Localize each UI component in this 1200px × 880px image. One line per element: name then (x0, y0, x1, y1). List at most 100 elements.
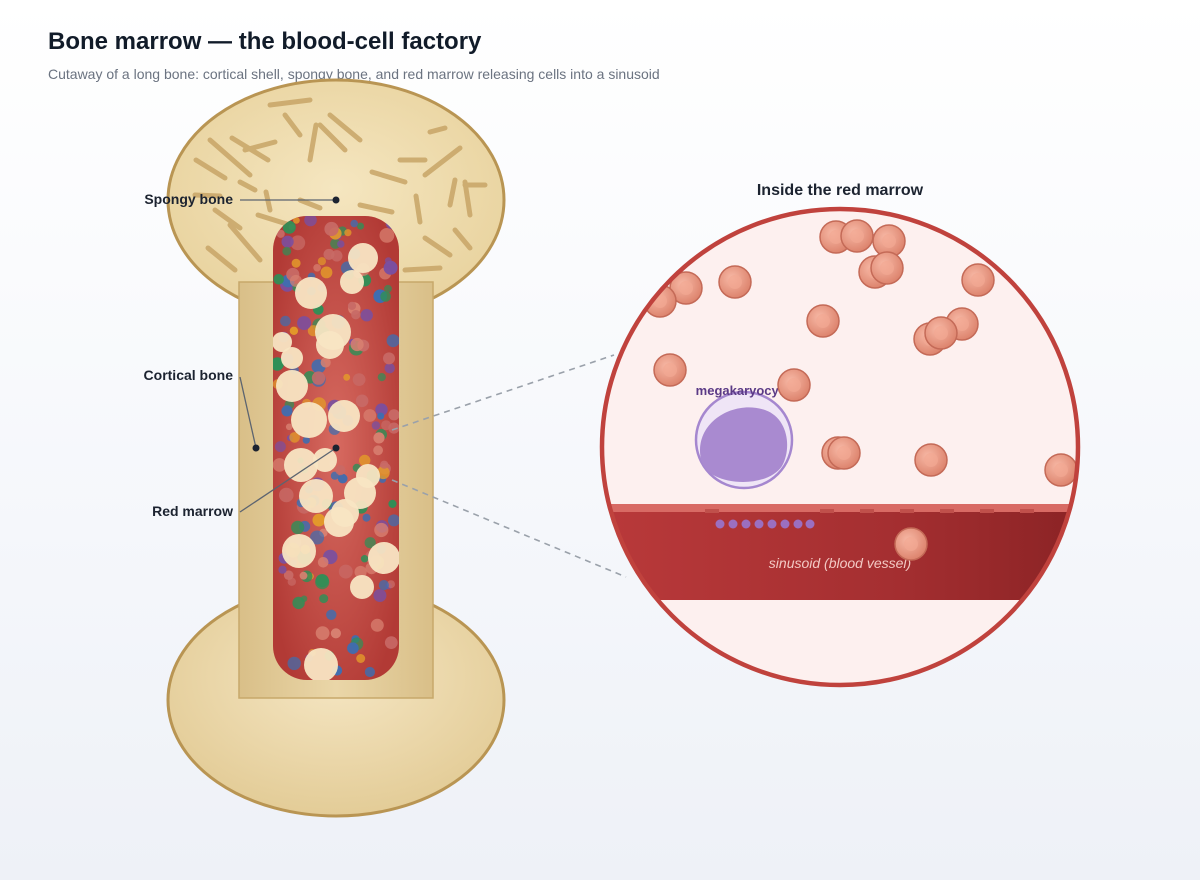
marrow-cell (315, 575, 330, 590)
red-blood-cell-center (955, 317, 969, 331)
marrow-cell (376, 466, 390, 480)
red-blood-cell-center (904, 537, 918, 551)
red-blood-cell-center (728, 275, 742, 289)
marrow-cell (320, 357, 331, 368)
marrow-cell (273, 458, 287, 472)
marrow-cells (273, 216, 399, 680)
cortical-bone-leader (239, 376, 257, 449)
marrow-cell (352, 373, 366, 386)
marrow-cell (377, 373, 386, 382)
fat-cell (291, 402, 327, 438)
marrow-cell (360, 555, 369, 563)
marrow-cell (384, 284, 392, 293)
marrow-cell (299, 571, 308, 580)
fat-cell (316, 331, 344, 359)
marrow-cell (337, 473, 348, 484)
marrow-cell (362, 513, 371, 522)
fat-cell (295, 277, 327, 309)
marrow-cell (330, 628, 341, 639)
marrow-cell (371, 421, 381, 430)
megakaryocyte-label: megakaryocyte (696, 383, 791, 398)
marrow-inset: sinusoid (blood vessel) megakaryocyte (599, 206, 1081, 688)
marrow-cell (323, 248, 335, 260)
marrow-cell (330, 238, 341, 249)
marrow-cell (343, 373, 351, 381)
marrow-cell (280, 315, 291, 327)
marrow-cell (350, 337, 364, 352)
marrow-cell (302, 436, 310, 444)
marrow-cell (383, 260, 398, 275)
marrow-cell (293, 217, 300, 224)
red-blood-cell-center (924, 453, 938, 467)
marrow-cell (311, 371, 326, 385)
marrow-cell (370, 618, 384, 632)
marrow-cell (373, 589, 387, 602)
inset-ring (599, 206, 1081, 688)
fat-cell (304, 648, 338, 680)
marrow-cell (274, 441, 286, 453)
marrow-cell (304, 216, 317, 227)
long-bone (166, 78, 506, 818)
red-blood-cell-center (837, 446, 851, 460)
marrow-cell (291, 520, 305, 535)
marrow-cell (387, 580, 395, 589)
marrow-cell (335, 465, 346, 476)
marrow-cell (289, 326, 299, 335)
fat-cell (348, 243, 378, 273)
fat-cell (281, 347, 303, 369)
fat-cell (331, 499, 359, 527)
marrow-cell (326, 609, 337, 620)
marrow-cell (278, 565, 287, 574)
marrow-cell (310, 530, 325, 545)
marrow-cell (337, 240, 345, 248)
red-marrow-label: Red marrow (152, 503, 233, 519)
inset-heading: Inside the red marrow (757, 182, 924, 199)
marrow-cell (344, 229, 352, 237)
marrow-cell (375, 403, 388, 416)
sinusoid-wall (602, 504, 1078, 512)
fat-cell (340, 270, 364, 294)
marrow-cell (363, 409, 377, 422)
marrow-cell (357, 222, 364, 230)
red-blood-cell-center (880, 261, 894, 275)
marrow-cell (312, 513, 326, 527)
sinusoid-pores (705, 509, 1034, 513)
cortical-bone-label: Cortical bone (144, 367, 234, 383)
page-title: Bone marrow — the blood-cell factory (48, 28, 482, 55)
marrow-cell (360, 309, 373, 322)
fat-cell (273, 332, 292, 352)
marrow-cell (338, 564, 353, 579)
red-blood-cell-center (663, 363, 677, 377)
cortical-bone-dot (252, 444, 260, 452)
sinusoid-vessel (602, 504, 1078, 600)
marrow-cell (347, 642, 359, 654)
marrow-cell (282, 246, 292, 256)
platelets (715, 519, 815, 529)
red-marrow-leader (239, 447, 337, 513)
marrow-cell (279, 487, 294, 503)
marrow-cell (384, 636, 398, 649)
page-subtitle: Cutaway of a long bone: cortical shell, … (48, 66, 660, 82)
red-blood-cell-center (816, 314, 830, 328)
marrow-cell (384, 363, 395, 374)
red-blood-cell-center (829, 230, 843, 244)
marrow-cell (347, 301, 357, 310)
red-blood-cell-center (1054, 463, 1068, 477)
marrow-cell (364, 537, 376, 549)
marrow-cell (297, 316, 312, 331)
marrow-cell (273, 357, 284, 371)
marrow-cell (388, 409, 399, 421)
marrow-cell (324, 221, 339, 237)
marrow-cell (351, 310, 361, 320)
marrow-cell (383, 352, 395, 365)
marrow-cell (317, 557, 329, 568)
red-blood-cell-center (882, 234, 896, 248)
marrow-cell (287, 656, 301, 671)
marrow-cell (317, 257, 326, 266)
marrow-cell (355, 394, 369, 408)
red-blood-cell-center (679, 281, 693, 295)
red-blood-cell-center (934, 326, 948, 340)
marrow-cell (350, 219, 359, 228)
fat-cell (299, 479, 333, 513)
